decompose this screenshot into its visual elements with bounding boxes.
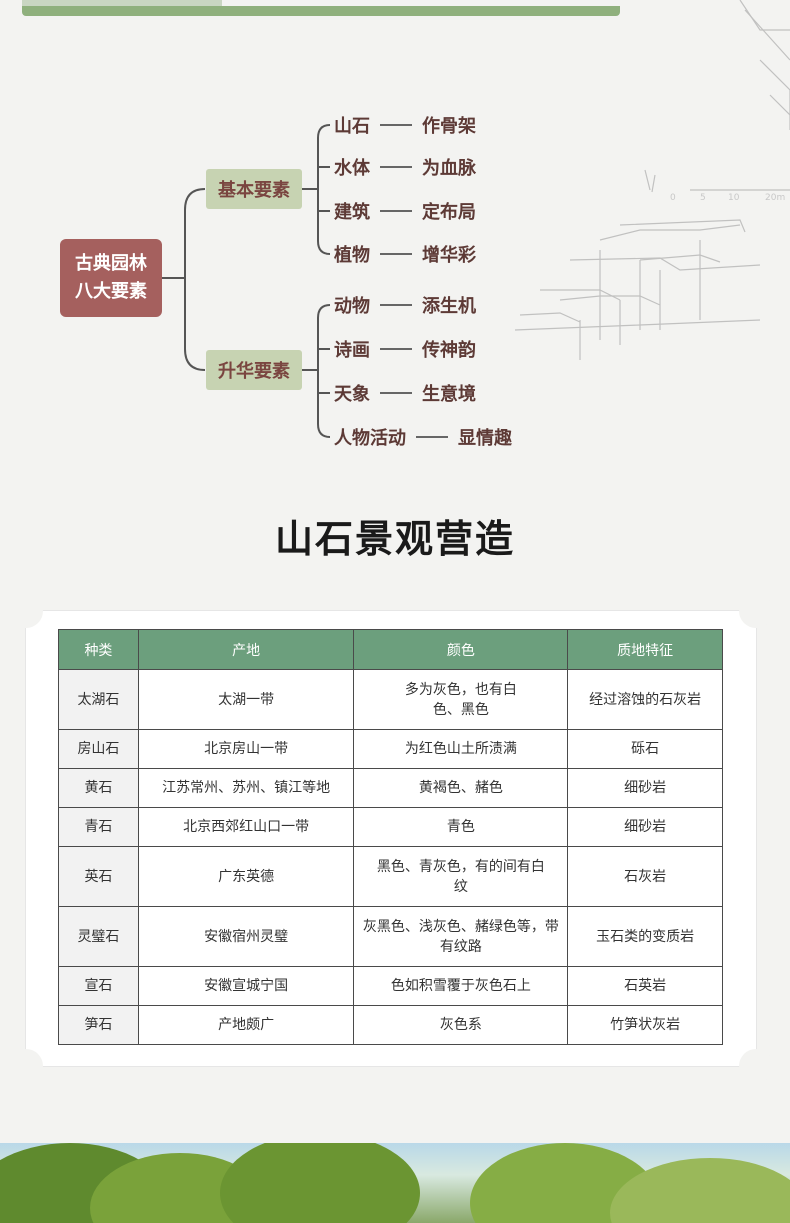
branch-sublime-elements: 升华要素: [206, 350, 302, 390]
cell-texture: 经过溶蚀的石灰岩: [567, 669, 723, 730]
card-corner: [9, 1049, 43, 1083]
leaf-role: 为血脉: [422, 158, 476, 179]
cell-color: 色如积雪覆于灰色石上: [353, 966, 569, 1006]
mindmap-root: 古典园林 八大要素: [60, 239, 162, 317]
dash-divider: [416, 436, 448, 438]
cell-color: 黑色、青灰色，有的间有白纹: [353, 846, 569, 907]
dash-divider: [380, 304, 412, 306]
leaf-item: 植物 增华彩: [334, 240, 476, 268]
leaf-term: 天象: [334, 384, 370, 405]
cell-origin: 安徽宿州灵璧: [137, 906, 355, 967]
leaf-role: 显情趣: [458, 428, 512, 449]
cell-kind: 房山石: [58, 729, 139, 769]
cell-kind: 英石: [58, 846, 139, 907]
header-cell: 种类: [58, 629, 139, 670]
leaf-role: 添生机: [422, 296, 476, 317]
dash-divider: [380, 253, 412, 255]
cell-texture: 石灰岩: [567, 846, 723, 907]
table-row: 房山石 北京房山一带 为红色山土所渍满 砾石: [58, 729, 723, 769]
cell-origin: 广东英德: [137, 846, 355, 907]
dash-divider: [380, 124, 412, 126]
leaf-item: 建筑 定布局: [334, 197, 476, 225]
leaf-role: 传神韵: [422, 340, 476, 361]
leaf-term: 诗画: [334, 340, 370, 361]
leaf-item: 水体 为血脉: [334, 153, 476, 181]
cell-texture: 竹笋状灰岩: [567, 1005, 723, 1045]
table-row: 笋石 产地颇广 灰色系 竹笋状灰岩: [58, 1005, 723, 1045]
leaf-item: 人物活动 显情趣: [334, 423, 512, 451]
leaf-role: 作骨架: [422, 116, 476, 137]
top-accent-bar: [22, 0, 620, 16]
leaf-term: 植物: [334, 245, 370, 266]
leaf-role: 定布局: [422, 202, 476, 223]
cell-texture: 石英岩: [567, 966, 723, 1006]
leaf-role: 增华彩: [422, 245, 476, 266]
table-row: 灵璧石 安徽宿州灵璧 灰黑色、浅灰色、赭绿色等，带有纹路 玉石类的变质岩: [58, 906, 723, 967]
cell-kind: 青石: [58, 807, 139, 847]
stone-table-card: 种类 产地 颜色 质地特征 太湖石 太湖一带 多为灰色，也有白色、黑色 经过溶蚀…: [9, 594, 773, 1083]
mindmap-connectors: [162, 124, 331, 438]
table-row: 宣石 安徽宣城宁国 色如积雪覆于灰色石上 石英岩: [58, 966, 723, 1006]
leaf-term: 山石: [334, 116, 370, 137]
leaf-term: 动物: [334, 296, 370, 317]
leaf-item: 诗画 传神韵: [334, 335, 476, 363]
cell-origin: 产地颇广: [137, 1005, 355, 1045]
cell-origin: 北京西郊红山口一带: [137, 807, 355, 847]
table-row: 太湖石 太湖一带 多为灰色，也有白色、黑色 经过溶蚀的石灰岩: [58, 669, 723, 730]
cell-color: 为红色山土所渍满: [353, 729, 569, 769]
dash-divider: [380, 166, 412, 168]
table-row: 黄石 江苏常州、苏州、镇江等地 黄褐色、赭色 细砂岩: [58, 768, 723, 808]
cell-color: 黄褐色、赭色: [353, 768, 569, 808]
leaf-item: 天象 生意境: [334, 379, 476, 407]
root-line-1: 古典园林: [75, 253, 147, 274]
table-header-row: 种类 产地 颜色 质地特征: [58, 629, 723, 670]
tree-foliage: [220, 1143, 420, 1223]
cell-color: 灰黑色、浅灰色、赭绿色等，带有纹路: [353, 906, 569, 967]
cell-texture: 砾石: [567, 729, 723, 769]
stone-types-table: 种类 产地 颜色 质地特征 太湖石 太湖一带 多为灰色，也有白色、黑色 经过溶蚀…: [58, 629, 723, 1045]
table-row: 英石 广东英德 黑色、青灰色，有的间有白纹 石灰岩: [58, 846, 723, 907]
cell-origin: 北京房山一带: [137, 729, 355, 769]
cell-kind: 宣石: [58, 966, 139, 1006]
section-title: 山石景观营造: [274, 517, 515, 561]
leaf-term: 建筑: [334, 202, 370, 223]
root-line-2: 八大要素: [75, 281, 147, 302]
cell-color: 青色: [353, 807, 569, 847]
cell-origin: 太湖一带: [137, 669, 355, 730]
cell-origin: 安徽宣城宁国: [137, 966, 355, 1006]
leaf-term: 人物活动: [334, 428, 406, 449]
cell-kind: 太湖石: [58, 669, 139, 730]
dash-divider: [380, 392, 412, 394]
cell-texture: 细砂岩: [567, 807, 723, 847]
cell-color: 灰色系: [353, 1005, 569, 1045]
header-cell: 质地特征: [567, 629, 723, 670]
leaf-item: 动物 添生机: [334, 291, 476, 319]
branch-basic-elements: 基本要素: [206, 169, 302, 209]
card-corner: [739, 1049, 773, 1083]
cell-kind: 笋石: [58, 1005, 139, 1045]
cell-origin: 江苏常州、苏州、镇江等地: [137, 768, 355, 808]
cell-kind: 灵璧石: [58, 906, 139, 967]
cell-kind: 黄石: [58, 768, 139, 808]
header-cell: 颜色: [353, 629, 569, 670]
cell-texture: 细砂岩: [567, 768, 723, 808]
header-cell: 产地: [137, 629, 355, 670]
table-row: 青石 北京西郊红山口一带 青色 细砂岩: [58, 807, 723, 847]
dash-divider: [380, 348, 412, 350]
cell-color: 多为灰色，也有白色、黑色: [353, 669, 569, 730]
leaf-item: 山石 作骨架: [334, 111, 476, 139]
leaf-term: 水体: [334, 158, 370, 179]
leaf-role: 生意境: [422, 384, 476, 405]
cell-texture: 玉石类的变质岩: [567, 906, 723, 967]
dash-divider: [380, 210, 412, 212]
garden-trees-photo: [0, 1143, 790, 1223]
